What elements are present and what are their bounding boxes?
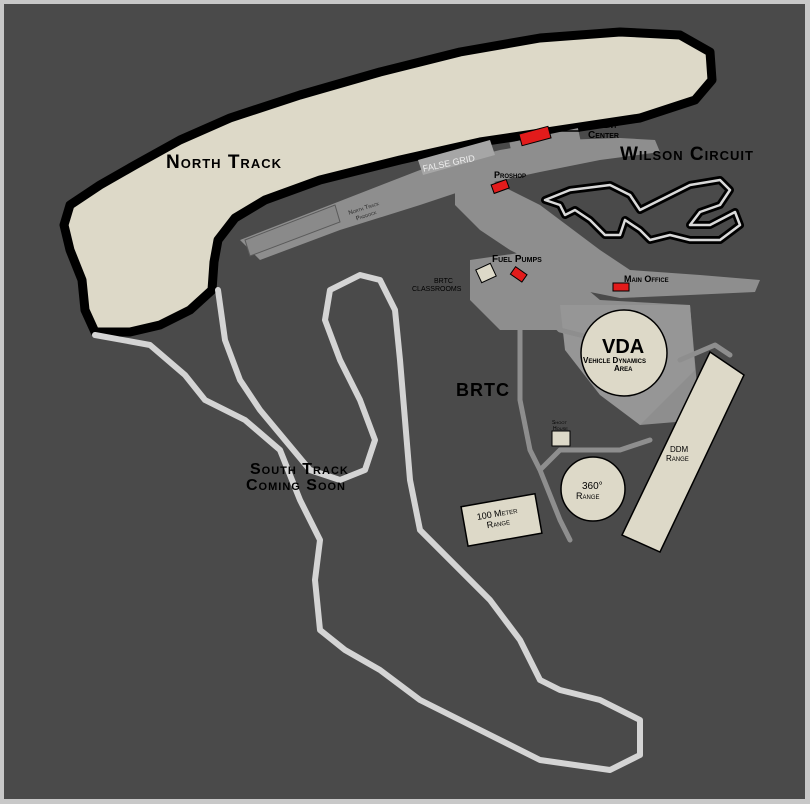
ddm-range-label-line1: DDM — [670, 445, 689, 454]
event-center-building — [518, 125, 552, 147]
paddock-road — [240, 138, 660, 260]
vda-sub-label-line1: Vehicle Dynamics — [583, 356, 646, 365]
range-360-label-line1: 360° — [582, 481, 603, 492]
range-360-label-line2: Range — [576, 491, 600, 501]
false-grid-strip — [418, 140, 495, 175]
center-road-network — [455, 175, 760, 298]
brtc-service-road — [517, 297, 733, 543]
wilson-circuit-label: Wilson Circuit — [620, 144, 754, 165]
range-360-circle — [560, 456, 626, 522]
vda-label: VDA — [602, 336, 644, 358]
shoot-house-building — [551, 430, 571, 447]
shoot-house-label-line1: Shoot — [552, 420, 567, 426]
paddock-strip — [244, 204, 341, 257]
main-office-label: Main Office — [624, 274, 669, 284]
event-center-label-line1: Event — [592, 120, 618, 131]
brtc-classrooms-building — [475, 262, 497, 284]
north-track-area — [59, 27, 717, 337]
main-office-building — [612, 282, 630, 292]
vda-sub-label-line2: Area — [614, 364, 633, 373]
proshop-label: Proshop — [494, 170, 526, 180]
north-track-label: North Track — [166, 152, 282, 173]
shoot-house-label-line2: House — [553, 426, 568, 432]
fuel-pumps-label: Fuel Pumps — [492, 254, 542, 265]
event-center-label-line2: Center — [588, 130, 619, 141]
south-track-label-line2: Coming Soon — [246, 477, 346, 494]
fuel-pumps-building — [509, 266, 528, 283]
ddm-range-label-line2: Range — [666, 454, 689, 463]
south-track-road — [92, 272, 643, 773]
brtc-classrooms-label-line1: BRTC — [434, 278, 453, 285]
proshop-building — [490, 178, 510, 195]
wilson-circuit-inner — [543, 178, 742, 242]
south-track-label-line1: South Track — [250, 461, 349, 478]
range-100-meter — [460, 492, 543, 547]
brtc-classrooms-label-line2: CLASSROOMS — [412, 286, 462, 293]
range-100-label-line2: Range — [486, 516, 511, 530]
vda-circle — [580, 309, 668, 397]
brtc-label: BRTC — [456, 380, 510, 400]
ddm-range — [620, 350, 745, 553]
